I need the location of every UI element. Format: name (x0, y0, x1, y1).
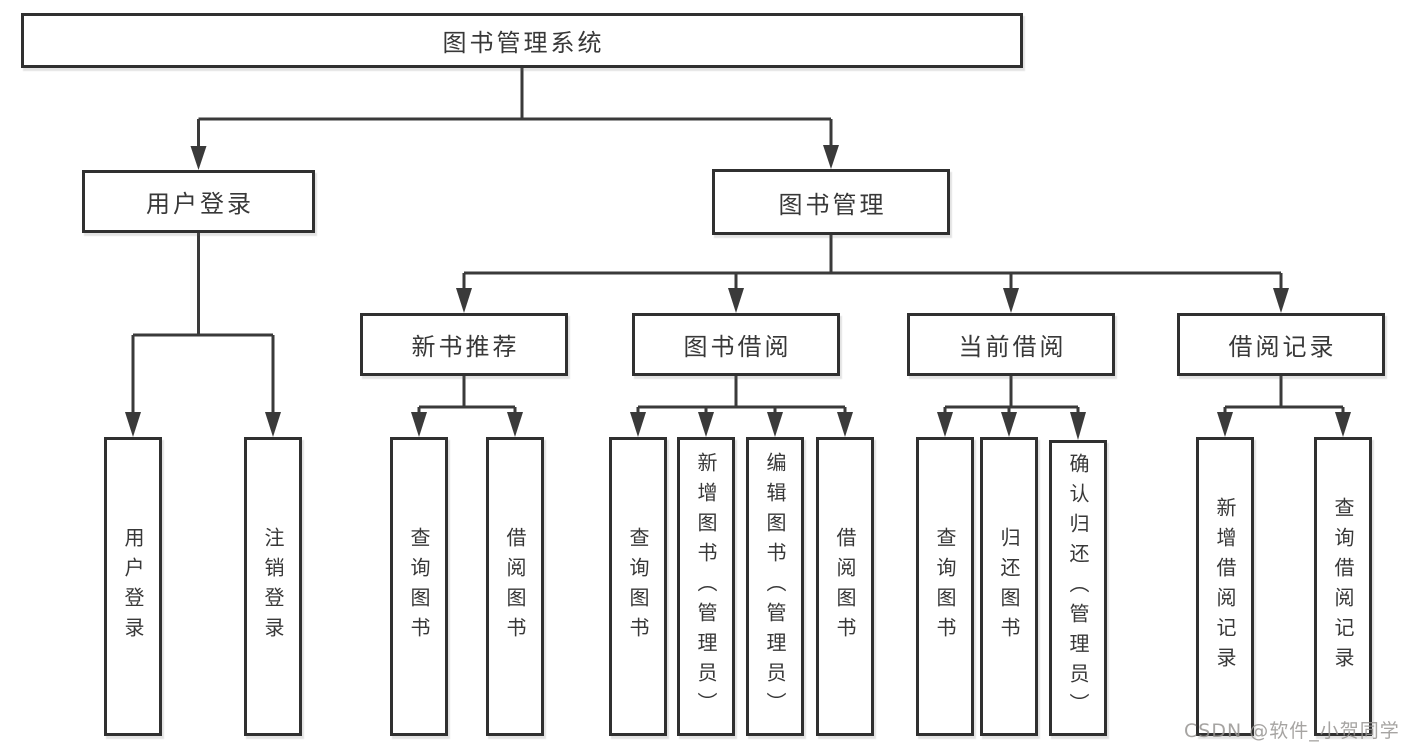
node-current-borrow: 当前借阅 (907, 313, 1115, 376)
node-leaf-add-borrow-record: 新增借阅记录 (1196, 437, 1254, 736)
node-user-login: 用户登录 (82, 170, 315, 233)
node-borrow-record: 借阅记录 (1177, 313, 1385, 376)
node-leaf-query-book-3: 查询图书 (916, 437, 974, 736)
edge-book-mgmt-to-groups (456, 235, 1289, 313)
node-new-book-recommend: 新书推荐 (360, 313, 568, 376)
node-book-borrow: 图书借阅 (632, 313, 840, 376)
edge-group3-to-children (1217, 376, 1351, 437)
csdn-watermark: CSDN @软件_小贺同学 (1184, 720, 1400, 742)
edge-group1-to-children (630, 376, 853, 437)
node-leaf-edit-book-admin: 编辑图书（管理员） (746, 437, 804, 736)
edge-root-to-level2 (190, 68, 839, 170)
node-root-system: 图书管理系统 (21, 13, 1023, 68)
node-leaf-borrow-book-1: 借阅图书 (486, 437, 544, 736)
edge-user-login-to-children (125, 233, 281, 437)
node-leaf-query-borrow-record: 查询借阅记录 (1314, 437, 1372, 736)
node-leaf-query-book-2: 查询图书 (609, 437, 667, 736)
node-leaf-return-book: 归还图书 (980, 437, 1038, 736)
node-leaf-borrow-book-2: 借阅图书 (816, 437, 874, 736)
edge-group0-to-children (411, 376, 523, 437)
node-leaf-logout: 注销登录 (244, 437, 302, 736)
node-leaf-add-book-admin: 新增图书（管理员） (677, 437, 735, 736)
node-leaf-user-login: 用户登录 (104, 437, 162, 736)
node-leaf-query-book-1: 查询图书 (390, 437, 448, 736)
node-book-management: 图书管理 (712, 169, 950, 235)
node-leaf-confirm-return-admin: 确认归还（管理员） (1049, 440, 1107, 736)
edge-group2-to-children (937, 376, 1086, 440)
